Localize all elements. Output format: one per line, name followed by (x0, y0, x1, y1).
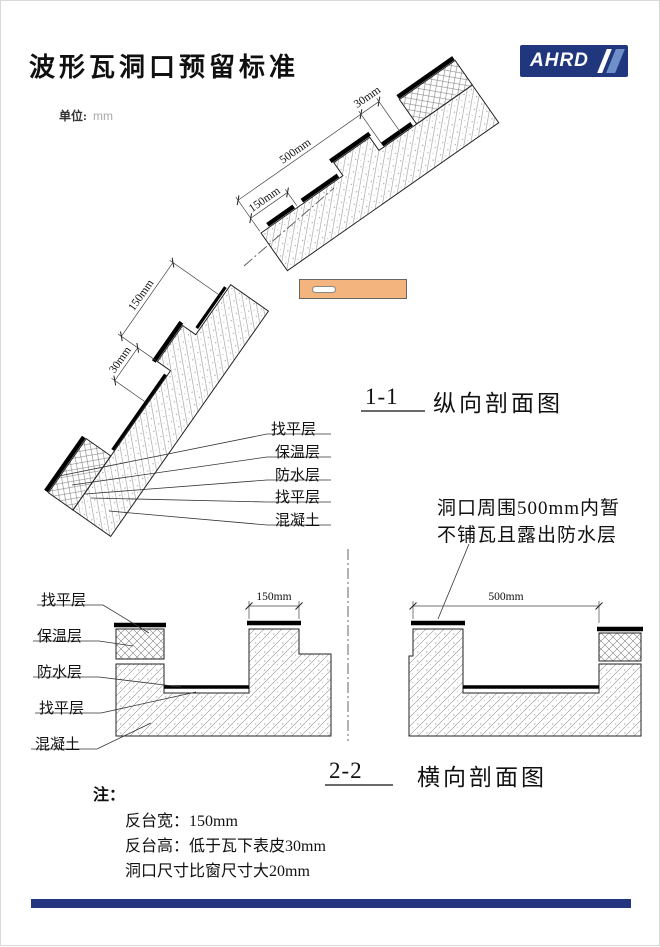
tile-marks (44, 320, 184, 493)
dim-500-bottom: 500mm (488, 591, 523, 603)
dimension-lines (111, 260, 221, 403)
section2-number: 2-2 (329, 758, 363, 783)
insulation-layer (47, 438, 112, 511)
layer-label-insulation: 保温层 (37, 629, 83, 645)
tile-marks (411, 620, 643, 632)
insulation-layer (398, 59, 474, 125)
layer-label-concrete: 混凝土 (275, 513, 321, 529)
dim-30-top: 30mm (352, 84, 383, 111)
note-item-width: 反台宽：150mm (125, 813, 238, 830)
company-logo: AHRD (520, 45, 628, 77)
note-item-height: 反台高：低于瓦下表皮30mm (125, 838, 326, 855)
layer-label-screed-top: 找平层 (271, 422, 317, 438)
tile-marks (266, 56, 455, 227)
unit-value: mm (93, 109, 113, 123)
note-item-size: 洞口尺寸比窗尺寸大20mm (125, 863, 310, 880)
layer-leaders-mid (58, 433, 331, 526)
dimension-lines (248, 601, 300, 619)
concrete-slab (408, 628, 642, 737)
layer-label-concrete: 混凝土 (35, 737, 81, 753)
transverse-section-left: 150mm (114, 591, 332, 737)
slope-centerline (243, 187, 335, 267)
layer-label-waterproof: 防水层 (275, 468, 321, 484)
left-slope-section: 30mm 150mm (44, 257, 270, 538)
annotation-line2: 不铺瓦且露出防水层 (437, 525, 618, 546)
tile-highlight-icon (312, 286, 336, 293)
unit-row: 单位: mm (59, 107, 113, 125)
section2-name: 横向剖面图 (417, 765, 547, 790)
annotation-leader (437, 543, 470, 620)
tile-marks (114, 620, 301, 628)
dimension-lines (412, 601, 600, 623)
unit-label: 单位: (59, 109, 87, 123)
layer-label-screed-bottom: 找平层 (39, 701, 85, 717)
logo-text: AHRD (530, 50, 589, 71)
insulation-layer (598, 632, 642, 662)
notes-label: 注： (93, 787, 126, 804)
layer-label-insulation: 保温层 (275, 445, 321, 461)
concrete-slab (260, 84, 500, 272)
page-title: 波形瓦洞口预留标准 (29, 53, 300, 82)
layer-leaders-bottom (31, 604, 197, 750)
insulation-layer (115, 628, 165, 660)
layer-label-screed-top: 找平层 (41, 593, 87, 609)
concrete-slab (115, 628, 332, 737)
footer-accent-bar (31, 899, 631, 908)
section1-name: 纵向剖面图 (433, 391, 563, 416)
tile-legend-sample (299, 279, 407, 299)
layer-label-screed-bottom: 找平层 (275, 490, 321, 506)
waterproof-marks (111, 286, 227, 451)
annotation-line1: 洞口周围500mm内暂 (437, 498, 621, 519)
section1-number: 1-1 (365, 384, 399, 409)
dim-30-mid: 30mm (107, 345, 134, 376)
concrete-slab (72, 284, 270, 538)
dim-150-bottom: 150mm (256, 591, 291, 603)
layer-label-waterproof: 防水层 (37, 665, 83, 681)
transverse-section-right: 500mm (408, 591, 643, 737)
